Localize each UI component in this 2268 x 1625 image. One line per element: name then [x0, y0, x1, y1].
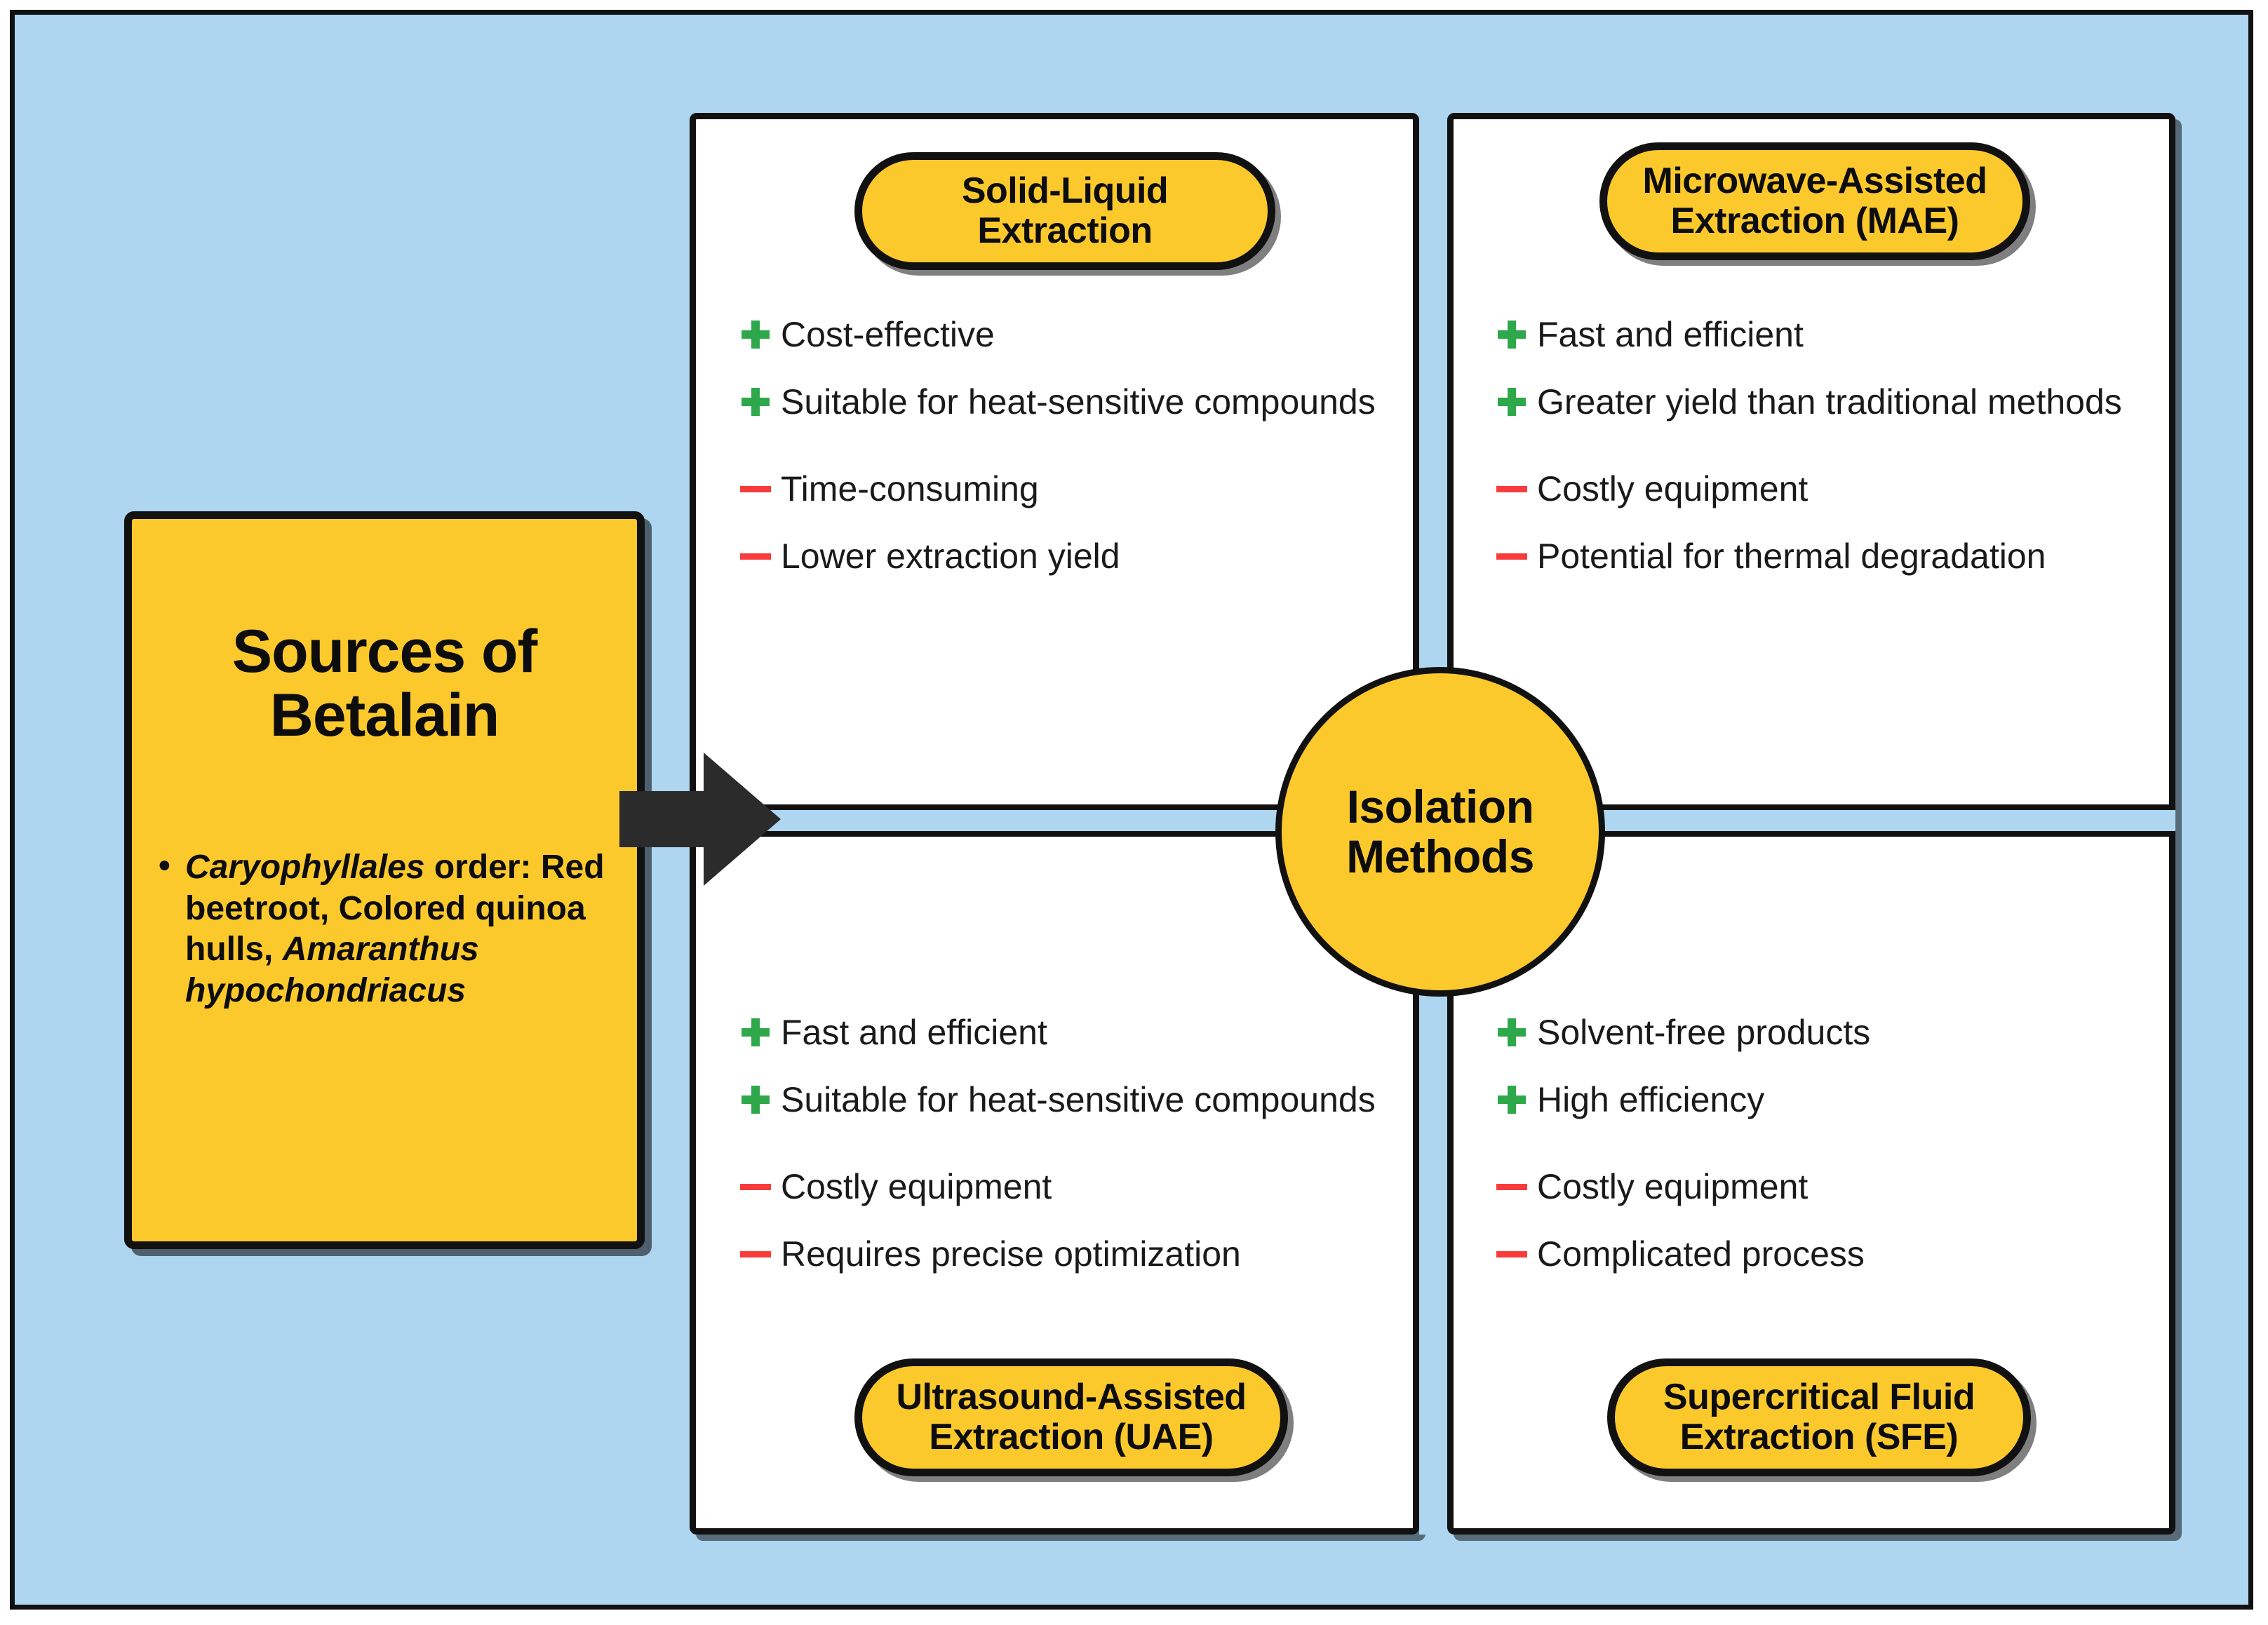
pill-title-line2: Extraction (UAE) [929, 1417, 1214, 1457]
sources-title: Sources of Betalain [132, 618, 637, 750]
pro-text: Fast and efficient [781, 1013, 1047, 1052]
pill-supercritical-fluid-extraction[interactable]: Supercritical Fluid Extraction (SFE) [1607, 1358, 2031, 1476]
list-item: Complicated process [1494, 1236, 1870, 1272]
bullets-solid-liquid-extraction: Cost-effective Suitable for heat-sensiti… [737, 316, 1376, 605]
con-text: Requires precise optimization [781, 1234, 1241, 1274]
sources-bullet-text: order: Red beetroot, Colored quinoa hull… [185, 849, 605, 969]
pro-text: Solvent-free products [1537, 1013, 1871, 1052]
isolation-methods-node[interactable]: Isolation Methods [1275, 667, 1605, 997]
sources-bullet-italic-prefix: Caryophyllales [185, 849, 425, 886]
list-item: Suitable for heat-sensitive compounds [737, 384, 1376, 420]
plus-icon [1494, 316, 1537, 353]
list-item: Potential for thermal degradation [1494, 538, 2122, 574]
list-item: Caryophyllales order: Red beetroot, Colo… [159, 846, 616, 1011]
bullets-microwave-assisted-extraction: Fast and efficient Greater yield than tr… [1494, 316, 2122, 605]
pill-title-line2: Extraction (MAE) [1670, 201, 1959, 241]
list-item: Time-consuming [737, 471, 1376, 507]
pill-microwave-assisted-extraction[interactable]: Microwave-Assisted Extraction (MAE) [1599, 142, 2030, 260]
con-text: Costly equipment [1537, 1167, 1809, 1206]
pill-title-line1: Supercritical Fluid [1663, 1376, 1975, 1417]
arrow-right-icon [619, 753, 781, 886]
list-item: Fast and efficient [737, 1014, 1376, 1051]
pro-text: High efficiency [1537, 1080, 1765, 1119]
list-item: Solvent-free products [1494, 1014, 1870, 1051]
sources-title-line2: Betalain [269, 682, 500, 750]
pill-solid-liquid-extraction[interactable]: Solid-Liquid Extraction [854, 152, 1275, 270]
bullets-ultrasound-assisted-extraction: Fast and efficient Suitable for heat-sen… [737, 1014, 1376, 1303]
list-item: Lower extraction yield [737, 538, 1376, 574]
con-text: Costly equipment [1537, 469, 1809, 508]
pill-title-line1: Ultrasound-Assisted [896, 1376, 1247, 1417]
pill-ultrasound-assisted-extraction[interactable]: Ultrasound-Assisted Extraction (UAE) [854, 1358, 1288, 1476]
pill-title-line1: Solid-Liquid [961, 170, 1169, 211]
bullets-supercritical-fluid-extraction: Solvent-free products High efficiency Co… [1494, 1014, 1870, 1303]
minus-icon [1494, 1168, 1537, 1205]
plus-icon [737, 316, 781, 353]
list-item: Suitable for heat-sensitive compounds [737, 1081, 1376, 1118]
plus-icon [737, 384, 781, 420]
isolation-methods-line2: Methods [1346, 830, 1534, 882]
diagram-canvas: Sources of Betalain Caryophyllales order… [10, 10, 2253, 1610]
plus-icon [1494, 1081, 1537, 1118]
pro-text: Suitable for heat-sensitive compounds [781, 1080, 1376, 1119]
isolation-methods-label: Isolation Methods [1346, 780, 1534, 882]
pro-text: Fast and efficient [1537, 315, 1804, 354]
pro-text: Cost-effective [781, 315, 995, 354]
minus-icon [1494, 471, 1537, 507]
con-text: Potential for thermal degradation [1537, 537, 2046, 576]
list-item: Costly equipment [1494, 1168, 1870, 1205]
con-text: Costly equipment [781, 1167, 1052, 1206]
minus-icon [1494, 1236, 1537, 1272]
pill-title-line2: Extraction [977, 210, 1153, 251]
list-item: Cost-effective [737, 316, 1376, 353]
sources-bullet-list: Caryophyllales order: Red beetroot, Colo… [132, 846, 637, 1011]
sources-bullet-italic-suffix: Amaranthus hypochondriacus [185, 931, 479, 1009]
sources-title-line1: Sources of [232, 618, 537, 685]
list-item: Greater yield than traditional methods [1494, 384, 2122, 420]
minus-icon [1494, 538, 1537, 574]
pill-title-line2: Extraction (SFE) [1679, 1417, 1959, 1457]
plus-icon [1494, 1014, 1537, 1051]
pro-text: Suitable for heat-sensitive compounds [781, 382, 1376, 422]
minus-icon [737, 1236, 781, 1272]
con-text: Complicated process [1537, 1234, 1865, 1274]
pill-title-line1: Microwave-Assisted [1642, 160, 1987, 201]
con-text: Lower extraction yield [781, 537, 1120, 576]
plus-icon [737, 1014, 781, 1051]
list-item: Fast and efficient [1494, 316, 2122, 353]
con-text: Time-consuming [781, 469, 1039, 508]
list-item: Costly equipment [737, 1168, 1376, 1205]
sources-of-betalain-box: Sources of Betalain Caryophyllales order… [124, 511, 645, 1249]
plus-icon [737, 1081, 781, 1118]
isolation-methods-line1: Isolation [1346, 780, 1534, 832]
pro-text: Greater yield than traditional methods [1537, 382, 2122, 422]
list-item: Costly equipment [1494, 471, 2122, 507]
list-item: Requires precise optimization [737, 1236, 1376, 1272]
list-item: High efficiency [1494, 1081, 1870, 1118]
minus-icon [737, 471, 781, 507]
minus-icon [737, 538, 781, 574]
minus-icon [737, 1168, 781, 1205]
plus-icon [1494, 384, 1537, 420]
